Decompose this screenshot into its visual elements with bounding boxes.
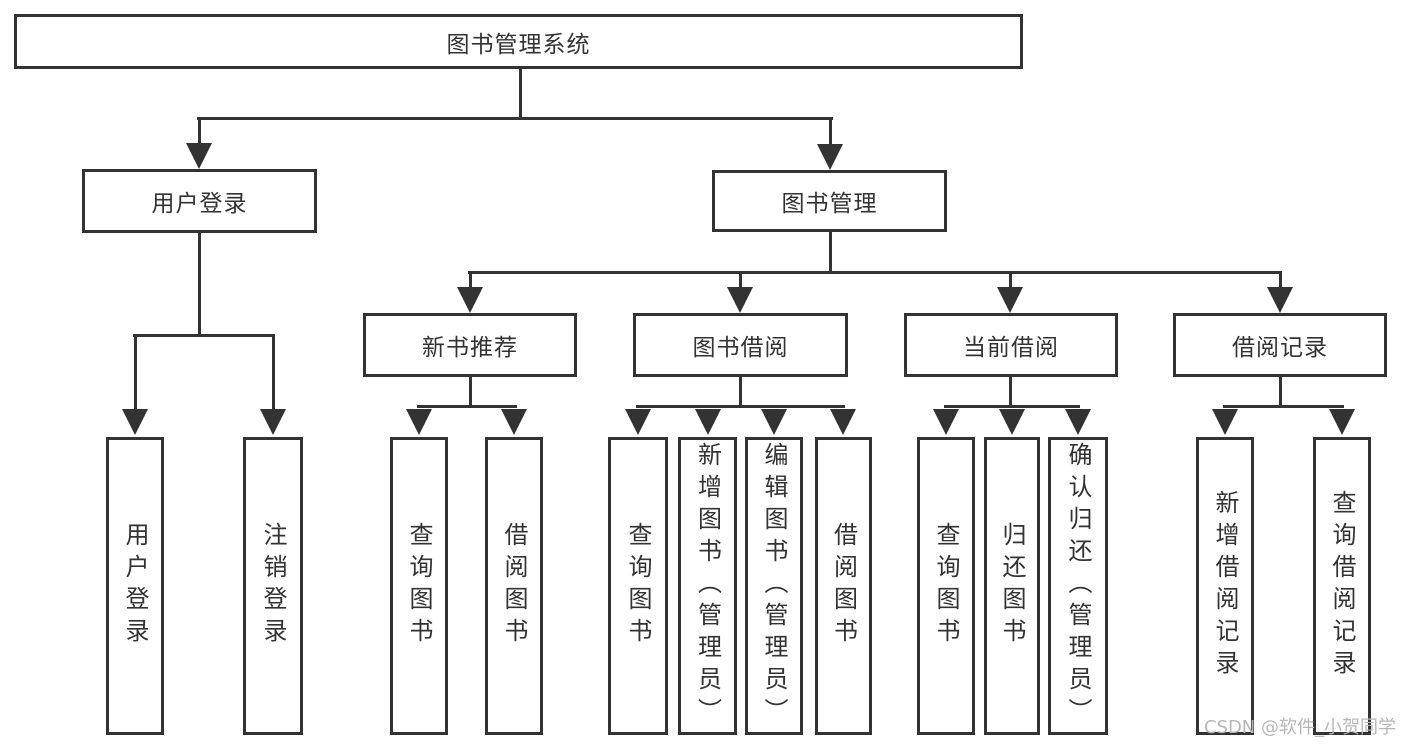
leaf-borrow-books-borrowing: 借阅图书 xyxy=(815,437,872,735)
arrow-down-icon xyxy=(997,287,1023,313)
arrow-down-icon xyxy=(817,144,843,170)
connector-line xyxy=(134,334,137,411)
arrow-down-icon xyxy=(457,287,483,313)
leaf-query-borrow-record: 查询借阅记录 xyxy=(1313,437,1371,735)
arrow-down-icon xyxy=(625,409,651,435)
connector-line xyxy=(519,67,522,119)
connector-line xyxy=(944,405,1080,408)
leaf-confirm-return-admin: 确认归还（管理员） xyxy=(1048,437,1108,735)
arrow-down-icon xyxy=(933,409,959,435)
connector-line xyxy=(739,377,742,408)
leaf-query-books-current: 查询图书 xyxy=(917,437,975,735)
arrow-down-icon xyxy=(999,409,1025,435)
arrow-down-icon xyxy=(695,409,721,435)
connector-line xyxy=(468,271,1282,274)
connector-line xyxy=(417,405,517,408)
leaf-add-books-admin: 新增图书（管理员） xyxy=(678,437,737,735)
connector-line xyxy=(1009,377,1012,408)
connector-line xyxy=(469,271,472,291)
arrow-down-icon xyxy=(1065,409,1091,435)
connector-line xyxy=(469,377,472,408)
csdn-watermark: CSDN @软件_小贺同学 xyxy=(1203,717,1396,738)
connector-line xyxy=(636,405,845,408)
connector-line xyxy=(1279,375,1282,408)
arrow-down-icon xyxy=(727,287,753,313)
connector-line xyxy=(1009,271,1012,291)
node-user-login: 用户登录 xyxy=(82,169,317,233)
node-book-management: 图书管理 xyxy=(712,170,947,232)
node-book-borrowing: 图书借阅 xyxy=(633,313,848,377)
arrow-down-icon xyxy=(1212,409,1238,435)
connector-line xyxy=(272,334,275,411)
node-current-borrowing: 当前借阅 xyxy=(904,313,1118,377)
arrow-down-icon xyxy=(122,409,148,435)
arrow-down-icon xyxy=(501,409,527,435)
node-borrowing-records: 借阅记录 xyxy=(1173,313,1387,377)
node-library-management-system: 图书管理系统 xyxy=(14,14,1023,69)
connector-line xyxy=(197,117,833,120)
leaf-add-borrow-record: 新增借阅记录 xyxy=(1196,437,1254,735)
connector-line xyxy=(1223,405,1344,408)
leaf-borrow-books-recommend: 借阅图书 xyxy=(485,437,543,735)
arrow-down-icon xyxy=(761,409,787,435)
leaf-user-login: 用户登录 xyxy=(106,437,164,735)
leaf-query-books-borrowing: 查询图书 xyxy=(608,437,668,735)
connector-line xyxy=(739,271,742,291)
connector-line xyxy=(829,232,832,273)
leaf-logout: 注销登录 xyxy=(243,437,303,735)
connector-line xyxy=(829,117,832,145)
leaf-return-books: 归还图书 xyxy=(984,437,1040,735)
arrow-down-icon xyxy=(830,409,856,435)
connector-line xyxy=(198,233,201,336)
connector-line xyxy=(198,117,201,145)
connector-line xyxy=(133,334,274,337)
arrow-down-icon xyxy=(1329,409,1355,435)
leaf-edit-books-admin: 编辑图书（管理员） xyxy=(745,437,803,735)
arrow-down-icon xyxy=(186,143,212,169)
arrow-down-icon xyxy=(260,409,286,435)
arrow-down-icon xyxy=(406,409,432,435)
leaf-query-books-recommend: 查询图书 xyxy=(390,437,448,735)
connector-line xyxy=(1279,271,1282,291)
node-new-book-recommendation: 新书推荐 xyxy=(363,313,577,377)
arrow-down-icon xyxy=(1267,287,1293,313)
